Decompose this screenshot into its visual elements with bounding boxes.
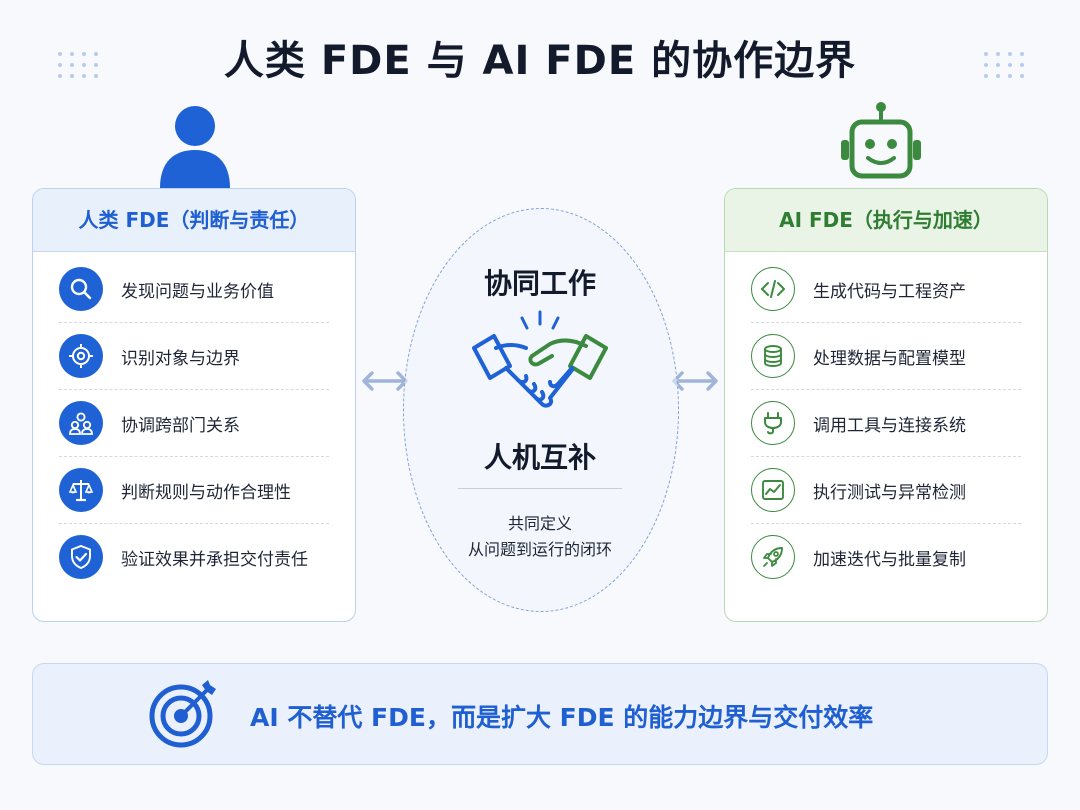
item-label: 处理数据与配置模型 [813,348,966,369]
center-title-bottom: 人机互补 [483,441,596,474]
item-label: 发现问题与业务价值 [121,281,274,302]
list-item: 处理数据与配置模型 [751,323,1021,390]
list-item: 协调跨部门关系 [59,390,329,457]
search-icon [59,267,103,311]
double-arrow-icon [362,371,408,391]
item-label: 加速迭代与批量复制 [813,549,966,570]
list-item: 验证效果并承担交付责任 [59,524,329,590]
list-item: 调用工具与连接系统 [751,390,1021,457]
list-item: 发现问题与业务价值 [59,256,329,323]
list-item: 判断规则与动作合理性 [59,457,329,524]
rocket-icon [751,535,795,579]
item-label: 判断规则与动作合理性 [121,482,291,503]
human-fde-panel: 人类 FDE（判断与责任） 发现问题与业务价值 识别对象与边界 协调跨部门关系 … [32,188,356,622]
decorative-dots-icon [984,52,1024,78]
page-title: 人类 FDE 与 AI FDE 的协作边界 [223,38,857,84]
shield-check-icon [59,535,103,579]
summary-text: AI 不替代 FDE，而是扩大 FDE 的能力边界与交付效率 [250,703,874,732]
person-icon [160,106,230,188]
target-arrow-icon [149,680,216,748]
code-icon [751,267,795,311]
list-item: 加速迭代与批量复制 [751,524,1021,590]
ai-fde-panel: AI FDE（执行与加速） 生成代码与工程资产 处理数据与配置模型 调用工具与连… [724,188,1048,622]
item-label: 生成代码与工程资产 [813,281,966,302]
center-title-top: 协同工作 [483,267,596,300]
database-icon [751,334,795,378]
center-subtitle-1: 共同定义 [507,514,572,533]
people-icon [59,401,103,445]
ai-items-list: 生成代码与工程资产 处理数据与配置模型 调用工具与连接系统 执行测试与异常检测 … [725,252,1047,590]
center-subtitle-2: 从问题到运行的闭环 [467,540,612,559]
human-items-list: 发现问题与业务价值 识别对象与边界 协调跨部门关系 判断规则与动作合理性 验证效… [33,252,355,590]
target-icon [59,334,103,378]
ai-panel-title: AI FDE（执行与加速） [725,189,1047,252]
item-label: 执行测试与异常检测 [813,482,966,503]
item-label: 识别对象与边界 [121,348,240,369]
list-item: 识别对象与边界 [59,323,329,390]
list-item: 执行测试与异常检测 [751,457,1021,524]
item-label: 协调跨部门关系 [121,415,240,436]
decorative-dots-icon [58,52,98,78]
plug-icon [751,401,795,445]
scale-icon [59,468,103,512]
collaboration-ellipse [403,208,679,612]
handshake-icon [472,310,608,408]
item-label: 调用工具与连接系统 [813,415,966,436]
robot-icon [841,102,921,179]
human-panel-title: 人类 FDE（判断与责任） [33,189,355,252]
list-item: 生成代码与工程资产 [751,256,1021,323]
chart-line-icon [751,468,795,512]
item-label: 验证效果并承担交付责任 [121,549,308,570]
center-divider [458,488,622,489]
